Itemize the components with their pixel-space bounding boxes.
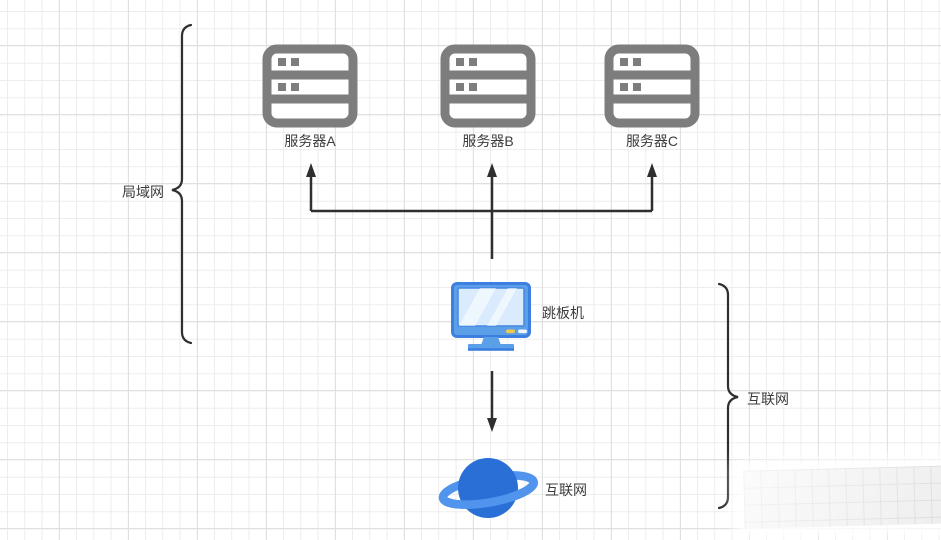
node-internet-globe[interactable]: [436, 444, 540, 537]
wan-curly-brace[interactable]: [717, 282, 739, 510]
lan-curly-brace[interactable]: [171, 23, 193, 345]
server-rack-icon: [440, 44, 536, 128]
arrowhead-up-server-a-icon: [306, 163, 316, 177]
arrowhead-up-server-c-icon: [647, 163, 657, 177]
server-a-label: 服务器A: [284, 133, 336, 149]
server-rack-icon: [262, 44, 358, 128]
node-server-c[interactable]: [604, 44, 700, 133]
bus-connector[interactable]: [309, 176, 654, 419]
server-c-label: 服务器C: [625, 133, 679, 149]
node-server-b[interactable]: [440, 44, 536, 133]
node-server-a[interactable]: [262, 44, 358, 133]
server-rack-icon: [604, 44, 700, 128]
wan-brace-label: 互联网: [747, 391, 789, 407]
arrowhead-up-server-b-icon: [487, 163, 497, 177]
arrowhead-down-internet-icon: [487, 418, 497, 432]
globe-planet-icon: [438, 458, 538, 518]
jump-host-label: 跳板机: [542, 305, 584, 321]
watermark-overlay-patch: [743, 465, 941, 529]
node-jump-host[interactable]: [450, 281, 532, 360]
internet-node-label: 互联网: [545, 482, 587, 498]
lan-brace-label: 局域网: [122, 184, 164, 200]
desktop-computer-icon: [451, 282, 531, 351]
server-b-label: 服务器B: [462, 133, 514, 149]
